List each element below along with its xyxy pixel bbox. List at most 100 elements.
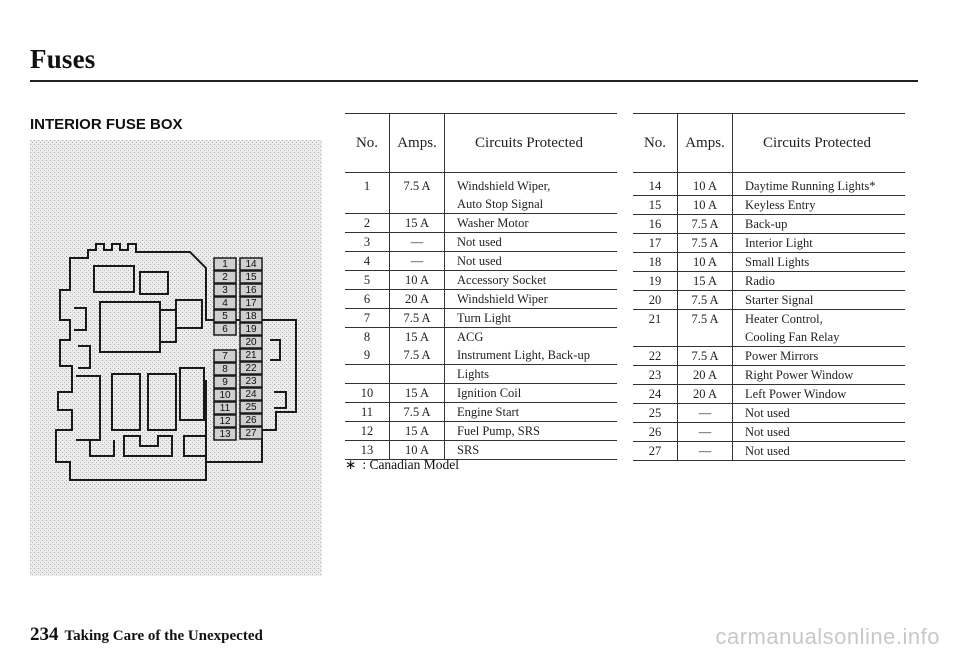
fuse-slot [213, 388, 237, 402]
cell-no: 20 [633, 290, 678, 310]
cell-amps: 15 A [389, 383, 445, 403]
table-row: 3—Not used [345, 232, 617, 252]
fuse-17: 17 [239, 296, 263, 310]
cell-circuit: Not used [444, 251, 617, 271]
cell-circuit: Not used [732, 422, 905, 442]
cell-no: 4 [345, 251, 390, 271]
fuse-slot [213, 401, 237, 415]
cell-circuit: ACG [457, 330, 484, 344]
cell-circuit: Right Power Window [732, 365, 905, 385]
header-circuits: Circuits Protected [444, 113, 617, 173]
fuse-27: 27 [239, 426, 263, 440]
header-amps: Amps. [677, 113, 733, 173]
cell-circuit: Accessory Socket [444, 270, 617, 290]
fuse-4: 4 [213, 296, 237, 310]
cell-amps: 20 A [677, 365, 733, 385]
cell-amps: 10 A [389, 270, 445, 290]
fuse-21: 21 [239, 348, 263, 362]
fuse-slot [239, 322, 263, 336]
cell-no: 19 [633, 271, 678, 291]
cell-circuit: Keyless Entry [732, 195, 905, 215]
fuse-slot [239, 270, 263, 284]
cell-no: 18 [633, 252, 678, 272]
cell-circuit: Small Lights [732, 252, 905, 272]
fuse-20: 20 [239, 335, 263, 349]
cell-circuit: Left Power Window [732, 384, 905, 404]
section-title: INTERIOR FUSE BOX [30, 116, 183, 133]
cell-circuit: Back-up [732, 214, 905, 234]
cell-no: 22 [633, 346, 678, 366]
fuse-slot [239, 309, 263, 323]
fuse-number: 27 [245, 428, 257, 439]
fuse-number: 15 [245, 272, 257, 283]
table-row: Lights [345, 364, 617, 384]
cell-amps [389, 195, 445, 214]
cell-amps [677, 328, 733, 347]
cell-no: 26 [633, 422, 678, 442]
cell-amps: 15 A [389, 327, 445, 346]
cell-no: 15 [633, 195, 678, 215]
cell-no: 10 [345, 383, 390, 403]
table-header-row: No. Amps. Circuits Protected [345, 113, 617, 173]
title-rule [30, 80, 918, 82]
fuse-slot [239, 387, 263, 401]
fuse-number: 19 [245, 324, 257, 335]
cell-amps: 7.5 A [389, 172, 445, 195]
fuse-slot [213, 270, 237, 284]
fuse-slot [239, 400, 263, 414]
cell-amps: — [389, 251, 445, 271]
fuse-slot [239, 374, 263, 388]
fuse-number: 3 [222, 285, 228, 296]
cell-amps: 10 A [677, 172, 733, 196]
fuse-slot [239, 413, 263, 427]
fuse-number: 22 [245, 363, 257, 374]
cell-amps: — [677, 441, 733, 461]
cell-amps: 20 A [389, 289, 445, 309]
fuse-slot [213, 283, 237, 297]
cell-no: 7 [345, 308, 390, 328]
cell-no: 14 [633, 172, 678, 196]
fuse-24: 24 [239, 387, 263, 401]
fuse-slot [213, 257, 237, 271]
fuse-slot [213, 309, 237, 323]
fuse-slot [213, 362, 237, 376]
cell-amps: 7.5 A [389, 308, 445, 328]
fuse-number: 21 [245, 350, 257, 361]
cell-circuit: Lights [444, 364, 617, 384]
table-row: 4—Not used [345, 251, 617, 271]
cell-circuit: Cooling Fan Relay [732, 328, 905, 347]
cell-circuit: Washer Motor [444, 213, 617, 233]
fuse-number: 4 [222, 298, 228, 309]
fuse-slot [239, 426, 263, 440]
fuse-number: 17 [245, 298, 257, 309]
fuse-number: 6 [222, 324, 228, 335]
cell-circuit: Radio [732, 271, 905, 291]
fuse-number: 2 [222, 272, 228, 283]
fuse-23: 23 [239, 374, 263, 388]
cell-amps: 7.5 A [389, 346, 445, 365]
fuse-14: 14 [239, 257, 263, 271]
cell-amps: 7.5 A [677, 233, 733, 253]
cell-no [345, 195, 390, 214]
cell-circuit: SRS [444, 440, 617, 460]
fuse-slot [239, 361, 263, 375]
cell-amps: 15 A [389, 421, 445, 441]
fuse-number: 14 [245, 259, 257, 270]
fuse-number: 23 [245, 376, 257, 387]
cell-amps: 20 A [677, 384, 733, 404]
watermark-text: carmanualsonline.info [715, 624, 940, 649]
header-no: No. [633, 113, 678, 173]
cell-circuit: Interior Light [732, 233, 905, 253]
fuse-6: 6 [213, 322, 237, 336]
fuse-slot [213, 296, 237, 310]
cell-circuit: Fuel Pump, SRS [444, 421, 617, 441]
cell-circuit: Starter Signal [732, 290, 905, 310]
cell-no: 6 [345, 289, 390, 309]
